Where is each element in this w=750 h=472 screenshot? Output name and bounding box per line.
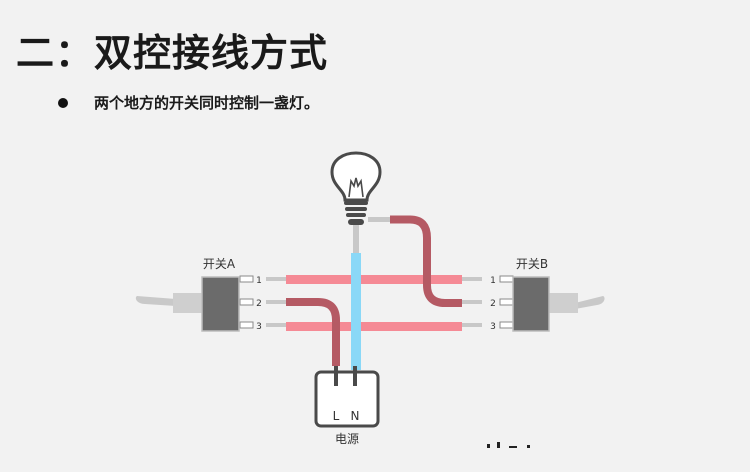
- switch-a: [135, 276, 240, 332]
- switch-b-terminal-1: 1: [490, 276, 496, 286]
- traveler-wire-1: [286, 275, 462, 284]
- description-text: 两个地方的开关同时控制一盏灯。: [94, 94, 320, 112]
- live-wire-source: [286, 298, 340, 366]
- traveler-wire-3: [286, 322, 462, 331]
- switch-a-label: 开关A: [203, 257, 236, 271]
- switch-a-terminal-3: 3: [256, 322, 262, 332]
- bullet-dot: [58, 97, 68, 108]
- switch-a-terminal-1: 1: [256, 276, 262, 286]
- live-label: L: [333, 409, 340, 423]
- switch-b: [512, 276, 605, 332]
- light-bulb-icon: [330, 151, 382, 225]
- power-source-label: 电源: [335, 432, 359, 446]
- page-title: 二：双控接线方式: [16, 31, 329, 75]
- switch-b-label: 开关B: [516, 257, 548, 271]
- bulb-lead-live: [368, 217, 390, 222]
- power-source: [314, 366, 380, 428]
- switch-b-terminal-3: 3: [490, 322, 496, 332]
- switch-b-leads: [462, 275, 514, 329]
- cropped-content-fragment: [487, 442, 530, 448]
- switch-b-terminal-2: 2: [490, 299, 496, 309]
- live-wire-lamp: [390, 215, 462, 307]
- description: 两个地方的开关同时控制一盏灯。: [58, 92, 319, 113]
- bulb-lead-neutral: [353, 225, 359, 253]
- switch-a-leads: [239, 275, 286, 329]
- switch-a-terminal-2: 2: [256, 299, 262, 309]
- neutral-wire: [351, 253, 361, 370]
- neutral-label: N: [351, 409, 360, 423]
